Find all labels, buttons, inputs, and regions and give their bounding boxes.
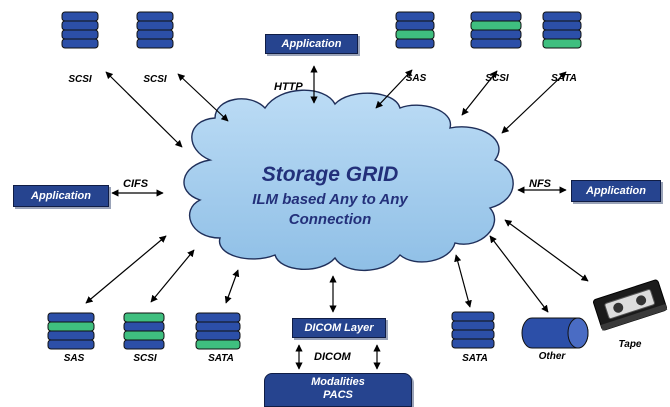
protocol-nfs: NFS	[529, 178, 551, 190]
disk-stack-bottom-left-3	[195, 312, 241, 350]
disk-platter	[136, 20, 174, 31]
disk-platter	[136, 11, 174, 22]
disk-platter	[61, 38, 99, 49]
disk-platter	[195, 312, 241, 323]
disk-platter	[451, 329, 495, 340]
arrow-cloud-scsi-bottom	[150, 249, 195, 303]
disk-stack-bottom-right-sata	[451, 311, 495, 349]
disk-platter	[395, 38, 435, 49]
disk-platter	[195, 339, 241, 350]
disk-stack-top-right-2	[470, 11, 522, 49]
disk-platter	[470, 11, 522, 22]
protocol-http: HTTP	[274, 81, 303, 93]
disk-platter	[470, 29, 522, 40]
storage-label-bottom-left-2: SCSI	[133, 353, 157, 364]
disk-stack-bottom-left-2	[123, 312, 165, 350]
disk-stack-top-left-2	[136, 11, 174, 49]
arrow-scsi1-cloud	[105, 71, 183, 148]
disk-platter	[123, 312, 165, 323]
disk-platter	[195, 330, 241, 341]
disk-platter	[451, 338, 495, 349]
storage-grid-cloud	[183, 89, 514, 272]
application-box-right: Application	[571, 180, 661, 202]
connection-arrows	[85, 65, 589, 370]
arrow-sata-top-cloud	[501, 71, 567, 134]
arrow-cloud-sata-bottom	[224, 269, 240, 304]
disk-platter	[542, 11, 582, 22]
cloud-title: Storage GRID	[261, 163, 399, 186]
other-storage-cylinder	[521, 317, 589, 349]
cloud-subtitle-line1: ILM based Any to Any	[252, 191, 408, 208]
storage-label-bottom-left-3: SATA	[208, 353, 234, 364]
arrow-sas-top-cloud	[375, 69, 413, 109]
dicom-layer-box: DICOM Layer	[292, 318, 386, 338]
disk-platter	[47, 330, 95, 341]
disk-platter	[395, 20, 435, 31]
disk-stacks	[47, 11, 582, 350]
disk-stack-bottom-left-1	[47, 312, 95, 350]
disk-platter	[47, 321, 95, 332]
disk-platter	[451, 311, 495, 322]
disk-platter	[195, 321, 241, 332]
disk-platter	[451, 320, 495, 331]
application-box-top: Application	[265, 34, 358, 54]
protocol-cifs: CIFS	[123, 178, 149, 190]
disk-platter	[47, 339, 95, 350]
disk-platter	[61, 29, 99, 40]
modalities-pacs-box: Modalities PACS	[264, 373, 412, 407]
arrow-cloud-other	[489, 235, 549, 313]
arrow-cloud-sata-right	[454, 254, 472, 308]
storage-label-bottom-left-1: SAS	[63, 353, 85, 364]
disk-platter	[136, 38, 174, 49]
disk-platter	[61, 20, 99, 31]
protocol-dicom: DICOM	[314, 351, 351, 363]
storage-label-top-right-2: SCSI	[485, 73, 509, 84]
storage-label-top-right-3: SATA	[551, 73, 577, 84]
disk-platter	[470, 38, 522, 49]
disk-platter	[123, 321, 165, 332]
application-box-left: Application	[13, 185, 109, 207]
storage-label-top-left-1: SCSI	[68, 74, 92, 85]
storage-label-bottom-right-sata: SATA	[462, 353, 488, 364]
tape-cartridge	[593, 279, 668, 331]
storage-label-top-right-1: SAS	[405, 73, 427, 84]
disk-platter	[542, 38, 582, 49]
disk-platter	[395, 11, 435, 22]
disk-stack-top-left-1	[61, 11, 99, 49]
arrow-scsi2-cloud	[177, 73, 229, 122]
disk-stack-top-right-3	[542, 11, 582, 49]
arrow-cloud-sas-bottom	[85, 235, 167, 304]
storage-label-tape: Tape	[618, 339, 642, 350]
disk-platter	[123, 330, 165, 341]
cloud-subtitle-line2: Connection	[288, 211, 372, 228]
disk-platter	[470, 20, 522, 31]
disk-platter	[136, 29, 174, 40]
disk-platter	[395, 29, 435, 40]
disk-platter	[542, 29, 582, 40]
disk-stack-top-right-1	[395, 11, 435, 49]
arrow-cloud-tape	[504, 219, 589, 282]
diagram-graphics	[47, 11, 668, 370]
disk-platter	[542, 20, 582, 31]
modalities-label: Modalities	[311, 376, 365, 388]
disk-platter	[61, 11, 99, 22]
storage-label-top-left-2: SCSI	[143, 74, 167, 85]
storage-grid-diagram: SCSI SCSI SAS SCSI SATA SAS SCSI SATA SA…	[13, 11, 668, 407]
disk-platter	[47, 312, 95, 323]
arrow-scsi-top-cloud	[461, 70, 498, 116]
storage-label-other: Other	[538, 351, 566, 362]
disk-platter	[123, 339, 165, 350]
